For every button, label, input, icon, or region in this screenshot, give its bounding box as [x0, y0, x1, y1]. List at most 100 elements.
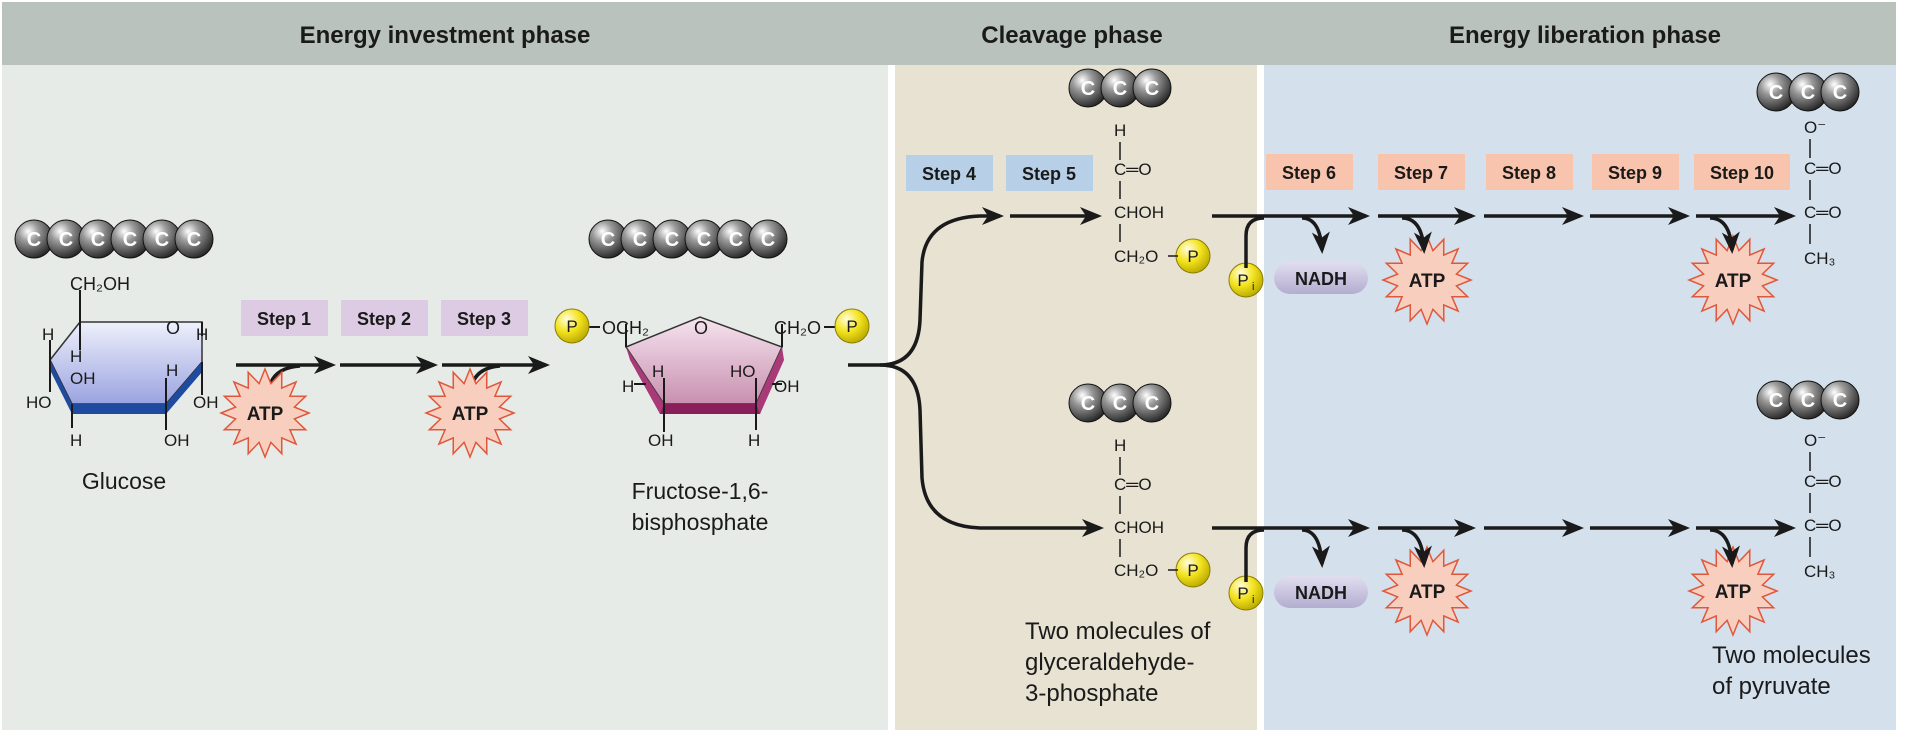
carbon-label: C	[729, 229, 743, 251]
carbon-ball	[1820, 72, 1860, 112]
pyruvate-caption-line2: of pyruvate	[1712, 673, 1831, 700]
cleavage-split-arrow	[848, 207, 1104, 537]
phosphate-label: P	[566, 317, 577, 336]
phosphate-label: P	[1187, 247, 1198, 266]
phosphate-label: P	[1187, 561, 1198, 580]
carbon-ball	[1820, 380, 1860, 420]
g3p-bottom: H C═O CHOH CH₂O	[1114, 436, 1178, 580]
carbon-label: C	[1145, 393, 1159, 415]
pyruvate-top-o: O⁻	[1804, 118, 1826, 137]
atp-burst-shape	[1380, 233, 1474, 327]
carbon-label: C	[187, 229, 201, 251]
carbon-label: C	[59, 229, 73, 251]
liberation-arrows-top	[1212, 207, 1796, 268]
carbon-label: C	[1769, 82, 1783, 104]
glucose-ring-o: O	[166, 318, 180, 338]
glucose-h-1: H	[42, 325, 54, 344]
pyruvate-top: O⁻ C═O C═O CH₃	[1804, 118, 1842, 268]
pyruvate-bottom-co1: C═O	[1804, 472, 1842, 491]
atp-step1: ATP	[218, 366, 312, 460]
g3p-caption-line1: Two molecules of	[1025, 618, 1211, 645]
glucose-h-2: H	[70, 347, 82, 366]
g3p-top-ch2o: CH₂O	[1114, 247, 1158, 266]
carbon-ball	[1132, 383, 1172, 423]
carbon-ball	[174, 219, 214, 259]
pyruvate-caption-line1: Two molecules	[1712, 642, 1871, 669]
cleavage-panel	[895, 2, 1257, 730]
step-6-label: Step 6	[1282, 163, 1336, 183]
atp-burst-shape	[218, 366, 312, 460]
fructose-ring-o: O	[694, 318, 708, 338]
atp-burst-shape	[423, 366, 517, 460]
carbon-label: C	[665, 229, 679, 251]
step-7-badge	[1378, 154, 1465, 190]
glucose-oh-3: OH	[164, 431, 190, 450]
pyruvate-bottom: O⁻ C═O C═O CH₃	[1804, 431, 1842, 581]
glucose-molecule	[49, 290, 203, 430]
g3p-top-h: H	[1114, 121, 1126, 140]
atp-top-step7: ATP	[1380, 233, 1474, 327]
carbon-ball	[1132, 68, 1172, 108]
step-4-badge	[906, 155, 993, 191]
carbon-label: C	[1145, 78, 1159, 100]
carbon-label: C	[1113, 78, 1127, 100]
nadh-bottom: NADH	[1274, 576, 1368, 608]
pyruvate-bottom-ch3: CH₃	[1804, 562, 1835, 581]
nadh-top-label: NADH	[1295, 269, 1347, 289]
step-9-badge	[1592, 154, 1679, 190]
phosphate-subscript: i	[1252, 281, 1254, 293]
fructose-label-line1: Fructose-1,6-	[632, 478, 769, 504]
carbon-label: C	[1769, 390, 1783, 412]
phosphate-ball	[554, 308, 590, 344]
carbon-label: C	[1801, 82, 1815, 104]
carbon-label: C	[1113, 393, 1127, 415]
header-band	[2, 2, 1896, 65]
step-3-label: Step 3	[457, 309, 511, 329]
carbon-label: C	[123, 229, 137, 251]
carbon-label: C	[1081, 393, 1095, 415]
phosphate-label: P	[1237, 271, 1248, 290]
phosphate-label: P	[846, 317, 857, 336]
step-5-badge	[1006, 155, 1093, 191]
step-7-label: Step 7	[1394, 163, 1448, 183]
fructose-h-1: H	[652, 362, 664, 381]
g3p-top-co: C═O	[1114, 160, 1152, 179]
carbon-ball	[748, 219, 788, 259]
atp-label: ATP	[1715, 582, 1752, 603]
carbon-label: C	[91, 229, 105, 251]
step-2-badge	[341, 300, 428, 336]
atp-top-step10: ATP	[1686, 233, 1780, 327]
carbon-label: C	[697, 229, 711, 251]
atp-burst-shape	[1380, 544, 1474, 638]
phase-panels	[2, 2, 1896, 730]
glucose-oh-1: OH	[70, 369, 96, 388]
glucose-ch2oh: CH₂OH	[70, 274, 130, 294]
step-1-badge	[241, 300, 328, 336]
glucose-h-4: H	[166, 361, 178, 380]
fructose-label-line2: bisphosphate	[632, 509, 769, 535]
nadh-bottom-label: NADH	[1295, 583, 1347, 603]
pyruvate-bottom-o: O⁻	[1804, 431, 1826, 450]
fructose-ch2o: CH₂O	[774, 318, 821, 338]
carbon-label: C	[155, 229, 169, 251]
fructose-och2: OCH₂	[602, 318, 649, 338]
glucose-h-5: H	[70, 431, 82, 450]
fructose-ho: HO	[730, 362, 756, 381]
phosphate-subscript: i	[1252, 594, 1254, 606]
carbon-label: C	[1081, 78, 1095, 100]
phase-investment-title: Energy investment phase	[300, 22, 591, 49]
pyruvate-top-co2: C═O	[1804, 203, 1842, 222]
carbon-label: C	[1833, 390, 1847, 412]
step-8-label: Step 8	[1502, 163, 1556, 183]
fructose-h-3: H	[748, 431, 760, 450]
pyruvate-bottom-co2: C═O	[1804, 516, 1842, 535]
fructose-molecule	[588, 316, 836, 432]
pyruvate-top-ch3: CH₃	[1804, 249, 1835, 268]
atp-step3: ATP	[423, 366, 517, 460]
